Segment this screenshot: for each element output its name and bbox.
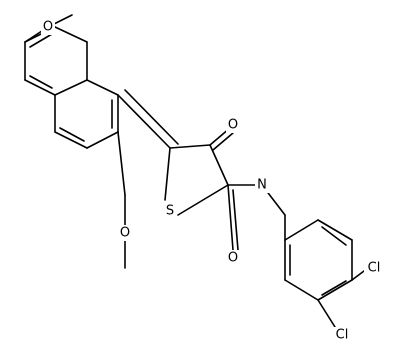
- bond-3: [24, 79, 56, 96]
- bond-38: [284, 219, 319, 241]
- label-bg-o-carbonyl-top: [226, 117, 240, 133]
- atom-cl-upper: Cl: [368, 261, 381, 276]
- label-bg-o-carbonyl-bottom: [226, 250, 240, 266]
- bond-40: [321, 280, 347, 296]
- bond-37: [317, 219, 353, 241]
- bond-15: [59, 127, 85, 142]
- bond-28: [177, 184, 229, 216]
- bond-4: [54, 79, 88, 96]
- bond-30: [232, 189, 239, 251]
- bond-43: [317, 299, 336, 328]
- bond-23: [164, 147, 171, 201]
- label-bg-o-methoxy-bottom: [118, 225, 132, 241]
- bond-17: [117, 94, 171, 149]
- atom-cl-lower: Cl: [336, 328, 349, 343]
- label-bg-s-ring: [164, 203, 177, 219]
- bond-26: [212, 132, 234, 151]
- atom-o-carbonyl-bottom: O: [228, 251, 238, 266]
- label-bg-cl-upper: [364, 260, 384, 276]
- bond-41: [321, 226, 347, 246]
- label-bg-n-ring: [255, 177, 269, 193]
- label-bg-cl-lower: [332, 327, 352, 343]
- label-bg-o-methoxy-top: [41, 19, 55, 35]
- bond-12: [86, 131, 119, 149]
- atom-o-methoxy-bottom: O: [120, 226, 130, 241]
- bond-11: [54, 131, 88, 149]
- bond-18: [124, 89, 179, 145]
- atom-n-ring: N: [257, 178, 267, 193]
- bond-9: [29, 75, 53, 89]
- bond-6: [54, 26, 88, 43]
- atom-s-ring: S: [166, 204, 174, 219]
- atom-labels: O O O O N S Cl Cl: [41, 19, 384, 343]
- bond-22: [169, 144, 211, 149]
- bond-lines: [24, 14, 369, 328]
- bond-8: [29, 33, 53, 48]
- bond-24: [209, 144, 229, 186]
- bond-34: [284, 279, 319, 301]
- bond-29: [227, 184, 234, 251]
- bond-19: [117, 131, 126, 196]
- bond-14: [86, 79, 119, 96]
- bond-35: [317, 279, 353, 301]
- atom-o-carbonyl-top: O: [228, 118, 238, 133]
- atom-o-methoxy-top: O: [43, 20, 53, 35]
